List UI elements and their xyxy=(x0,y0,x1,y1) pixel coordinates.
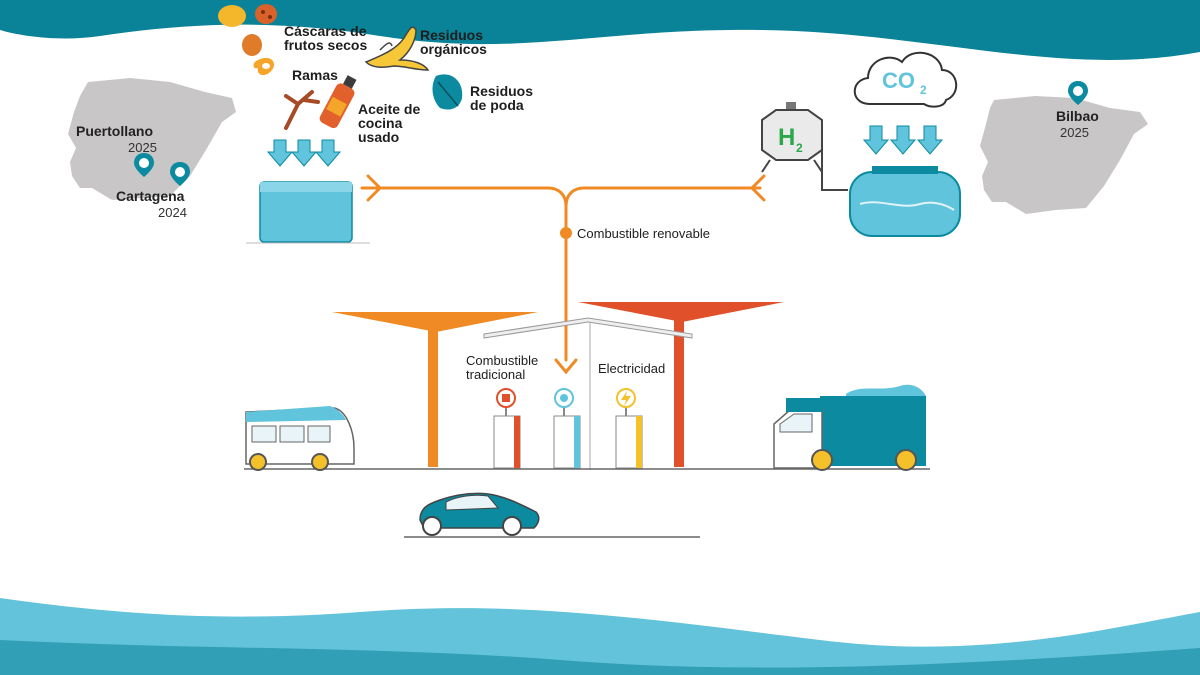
car-icon xyxy=(419,492,540,536)
label-residuos-poda: Residuos de poda xyxy=(470,83,534,113)
bus-icon xyxy=(245,406,355,471)
label-residuos-organicos: Residuos orgánicos xyxy=(420,27,487,57)
co2-subscript: 2 xyxy=(920,83,927,97)
label-aceite: Aceite de cocina usado xyxy=(358,101,421,145)
branch-icon xyxy=(284,90,320,130)
renewable-flow xyxy=(360,174,766,375)
truck-icon xyxy=(773,384,926,471)
arrow-down-icon xyxy=(266,139,342,167)
map-pin-icon xyxy=(1068,81,1088,105)
map-pin-icon xyxy=(134,153,154,177)
nut-shells-icon xyxy=(218,4,277,76)
city-puertollano: Puertollano xyxy=(76,123,154,139)
city-cartagena: Cartagena xyxy=(116,188,185,204)
label-combustible-renovable: Combustible renovable xyxy=(577,226,710,241)
oil-bottle-icon xyxy=(319,75,357,129)
co2-label: CO xyxy=(882,68,915,93)
year-puertollano: 2025 xyxy=(128,140,157,155)
tank-icon xyxy=(849,166,961,237)
label-electricidad: Electricidad xyxy=(598,361,666,376)
map-pin-icon xyxy=(170,162,190,186)
charger-icon xyxy=(615,388,643,469)
fuel-pump-icon xyxy=(553,388,581,469)
canopy-left xyxy=(332,312,538,467)
top-wave xyxy=(0,0,1200,60)
arrow-down-icon xyxy=(862,125,944,155)
station-roof xyxy=(483,317,693,470)
label-combustible-tradicional: Combustible tradicional xyxy=(466,353,539,382)
leaf-icon xyxy=(432,74,463,110)
h2-label: H xyxy=(778,124,795,151)
year-cartagena: 2024 xyxy=(158,205,187,220)
spain-map-right xyxy=(980,96,1148,214)
canopy-right xyxy=(578,302,784,467)
label-cascaras: Cáscaras de frutos secos xyxy=(284,23,368,53)
h2-subscript: 2 xyxy=(796,141,803,155)
flow-junction-dot xyxy=(560,227,572,239)
spain-map-left xyxy=(68,78,236,200)
hydrogen-tank-icon xyxy=(761,102,848,191)
fuel-pump-icon xyxy=(493,388,521,469)
label-ramas: Ramas xyxy=(292,67,338,83)
feedstock-container xyxy=(246,181,370,244)
year-bilbao: 2025 xyxy=(1060,125,1089,140)
cloud-icon xyxy=(853,51,957,108)
banana-peel-icon xyxy=(364,26,430,71)
bottom-wave-dark xyxy=(0,640,1200,675)
city-bilbao: Bilbao xyxy=(1056,108,1099,124)
